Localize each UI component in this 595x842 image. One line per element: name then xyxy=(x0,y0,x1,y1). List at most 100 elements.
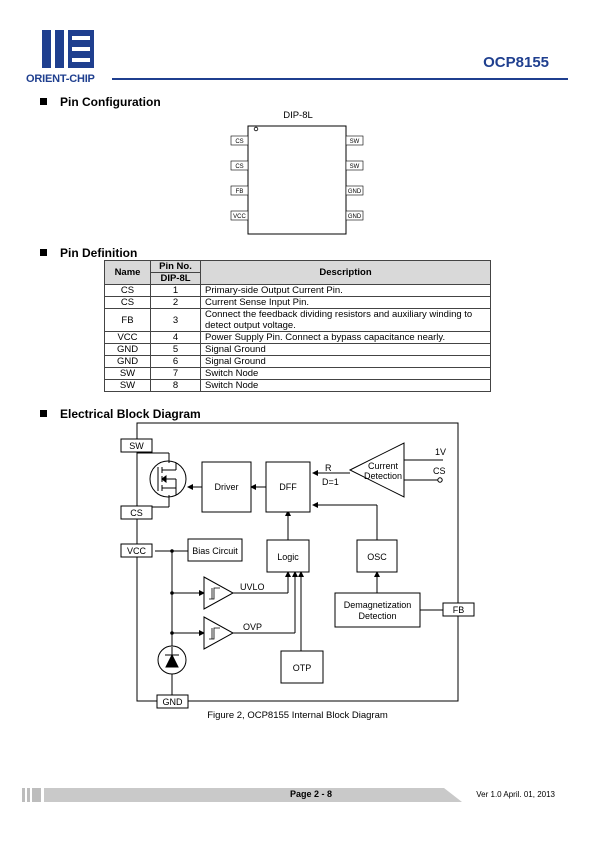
header-rule xyxy=(112,78,568,80)
pin-description: Power Supply Pin. Connect a bypass capac… xyxy=(200,331,491,344)
demagnetization-label-2: Detection xyxy=(358,611,396,621)
pin-description: Switch Node xyxy=(200,379,491,392)
footer-logo xyxy=(22,788,41,802)
pin-number: 5 xyxy=(150,343,201,356)
pin-5-label: GND xyxy=(348,214,362,220)
pin-1-label: CS xyxy=(235,139,243,145)
block-diagram: SW CS VCC GND FB Driver DFF xyxy=(120,422,475,709)
pin-name: GND xyxy=(104,343,151,356)
pin-vcc-label: VCC xyxy=(127,546,147,556)
pin-number: 4 xyxy=(150,331,201,344)
package-label: DIP-8L xyxy=(283,110,313,121)
otp-block xyxy=(280,650,324,684)
ovp-label: OVP xyxy=(243,622,262,632)
logo-text: ORIENT-CHIP xyxy=(26,73,95,85)
pin-cs-label: CS xyxy=(130,508,143,518)
pin-8-label: SW xyxy=(350,139,360,145)
bias-circuit-label: Bias Circuit xyxy=(192,546,238,556)
pin-name: FB xyxy=(104,308,151,332)
table-row: CS 1 Primary-side Output Current Pin. xyxy=(104,284,491,297)
col-package-header: DIP-8L xyxy=(150,272,201,285)
col-pin-no-header: Pin No. xyxy=(150,260,201,273)
demagnetization-label: Demagnetization xyxy=(344,600,412,610)
pin-name: CS xyxy=(104,296,151,309)
pin-description: Primary-side Output Current Pin. xyxy=(200,284,491,297)
left-pins: CS CS FB VCC xyxy=(230,135,249,221)
pin-fb-box xyxy=(442,602,475,617)
table-row: VCC 4 Power Supply Pin. Connect a bypass… xyxy=(104,331,491,344)
pin-description: Switch Node xyxy=(200,367,491,380)
current-detection-comparator xyxy=(348,442,405,498)
table-row: FB 3 Connect the feedback dividing resis… xyxy=(104,308,491,332)
pin-number: 8 xyxy=(150,379,201,392)
uvlo-comparator xyxy=(203,576,235,610)
current-detection-label-2: Detection xyxy=(364,471,402,481)
dff-label: DFF xyxy=(279,482,297,492)
pin-name: SW xyxy=(104,379,151,392)
pin1-marker xyxy=(253,126,259,132)
ref-1v-label: 1V xyxy=(435,447,446,457)
pin-2-label: CS xyxy=(235,164,243,170)
pin-3-label: FB xyxy=(236,189,244,195)
logic-label: Logic xyxy=(277,552,299,562)
figure-caption: Figure 2, OCP8155 Internal Block Diagram xyxy=(207,710,388,721)
part-number: OCP8155 xyxy=(483,54,549,71)
pin-description: Signal Ground xyxy=(200,355,491,368)
pin-sw-label: SW xyxy=(129,441,144,451)
pin-description: Connect the feedback dividing resistors … xyxy=(200,308,491,332)
pin-number: 7 xyxy=(150,367,201,380)
driver-label: Driver xyxy=(215,482,239,492)
pin-description: Signal Ground xyxy=(200,343,491,356)
page-number: Page 2 - 8 xyxy=(290,789,333,799)
pin-vcc-box xyxy=(120,543,153,558)
table-row: CS 2 Current Sense Input Pin. xyxy=(104,296,491,309)
pin-number: 3 xyxy=(150,308,201,332)
dff-block xyxy=(265,461,311,513)
pin-gnd-label: GND xyxy=(163,697,184,707)
package-body xyxy=(247,125,347,235)
bias-circuit-block xyxy=(187,538,243,562)
cs-input-terminal xyxy=(437,477,443,483)
dip8-package-drawing: DIP-8L CS CS FB VCC SW SW GND GND xyxy=(230,110,364,235)
pin-number: 2 xyxy=(150,296,201,309)
hysteresis-icon xyxy=(209,627,220,640)
demagnetization-block xyxy=(334,592,421,628)
osc-label: OSC xyxy=(367,552,387,562)
pin-definition-heading: Pin Definition xyxy=(40,246,137,260)
col-description-header: Description xyxy=(200,260,491,285)
otp-label: OTP xyxy=(293,663,312,673)
pin-sw-box xyxy=(120,438,153,453)
chip-boundary xyxy=(136,422,459,702)
table-row: GND 6 Signal Ground xyxy=(104,355,491,368)
pin-name: GND xyxy=(104,355,151,368)
pin-cs-box xyxy=(120,505,153,520)
pin-name: SW xyxy=(104,367,151,380)
pin-number: 6 xyxy=(150,355,201,368)
pin-number: 1 xyxy=(150,284,201,297)
company-logo xyxy=(42,30,94,68)
right-pins: SW SW GND GND xyxy=(345,135,364,221)
zener-diode-icon xyxy=(165,647,179,668)
bullet-icon xyxy=(40,98,47,105)
power-mosfet-icon xyxy=(149,460,187,498)
version-date: Ver 1.0 April. 01, 2013 xyxy=(476,790,555,799)
bullet-icon xyxy=(40,249,47,256)
pin-definition-table: Name Pin No. Description DIP-8L CS 1 Pri… xyxy=(104,260,491,392)
pin-4-label: VCC xyxy=(233,214,246,220)
pin-description: Current Sense Input Pin. xyxy=(200,296,491,309)
col-name-header: Name xyxy=(104,260,151,285)
table-row: SW 7 Switch Node xyxy=(104,367,491,380)
footer-bar xyxy=(44,788,462,802)
pin-name: CS xyxy=(104,284,151,297)
pin-6-label: GND xyxy=(348,189,362,195)
dff-r-label: R xyxy=(325,463,332,473)
current-detection-label: Current xyxy=(368,461,399,471)
table-row: GND 5 Signal Ground xyxy=(104,343,491,356)
bullet-icon xyxy=(40,410,47,417)
pin-gnd-box xyxy=(156,694,189,709)
pin-7-label: SW xyxy=(350,164,360,170)
ovp-comparator xyxy=(203,616,235,650)
pin-configuration-heading: Pin Configuration xyxy=(40,95,161,109)
pin-name: VCC xyxy=(104,331,151,344)
cs-input-label: CS xyxy=(433,466,446,476)
